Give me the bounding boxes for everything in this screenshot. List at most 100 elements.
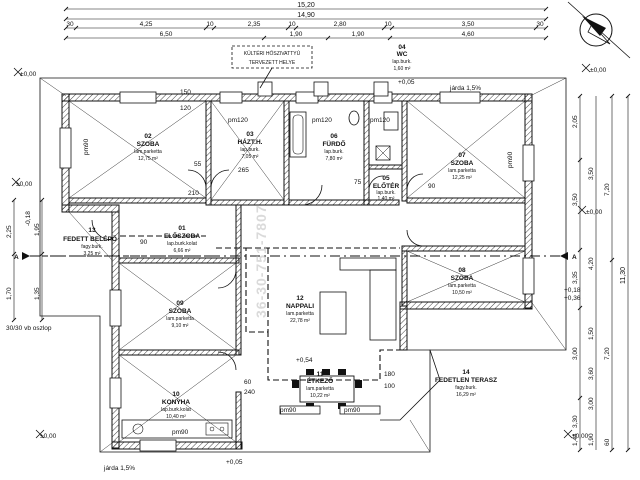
room-floor: lam.parketta (306, 386, 334, 392)
opening-dim-6: 90 (140, 239, 148, 246)
bottom-dimension-values: 60 1,90 1,44 3,60 (572, 367, 611, 446)
level-p036: +0,36 (564, 295, 581, 302)
dim-row3-c: 10 (206, 21, 214, 28)
room-name: SZOBA (169, 308, 192, 315)
level-markers (11, 63, 591, 439)
heat-pump-note: KÜLTÉRI HŐSZIVATTYÚ TERVEZETT HELYE (231, 45, 313, 89)
kitchen-counter (121, 419, 233, 439)
room-area: 1,60 m² (394, 66, 411, 72)
room-08: 08 SZOBA lam.parketta 10,50 m² (448, 267, 476, 296)
dim-row3-e: 10 (288, 21, 296, 28)
room-07: 07 SZOBA lam.parketta 12,25 m² (448, 152, 476, 181)
room-01: 01 ELŐSZOBA lap.burk.kolat 6,66 m² (164, 225, 200, 254)
dim-row3-f: 2,80 (334, 21, 347, 28)
top-dimension-chains: 15,20 14,90 30 4,25 10 2,35 10 2,80 10 3… (63, 2, 549, 41)
bottom-dim-1: 60 (604, 438, 611, 446)
room-number: 03 (246, 131, 254, 138)
small-labels: járda 1,5% járda 1,5% 30/30 vb oszlop pm… (6, 67, 607, 472)
terrace-edge (380, 349, 441, 421)
opening-dim-5: 55 (194, 161, 202, 168)
dim-total-1520: 15,20 (297, 2, 315, 9)
room-name: HÁZT.H. (238, 137, 263, 146)
room-09: 09 SZOBA lam.parketta 9,10 m² (166, 300, 194, 329)
dim-row3-b: 4,25 (140, 21, 153, 28)
room-area: 10,22 m² (310, 393, 330, 399)
bottom-dim-4: 3,60 (588, 367, 595, 380)
room-floor: lap.burk.kolat (167, 241, 197, 247)
opening-dim-9: 180 (384, 371, 395, 378)
left-dim-4: 1,35 (34, 287, 41, 300)
room-12: 12 NAPPALI lam.parketta 22,78 m² (286, 295, 314, 324)
room-floor: fagy.burk. (455, 385, 477, 391)
room-number: 02 (144, 133, 152, 140)
right-dim-10: 7,20 (604, 183, 611, 196)
right-dim-3: 3,35 (572, 271, 579, 284)
room-floor: fagy.burk. (81, 244, 103, 250)
room-number: 14 (462, 369, 470, 376)
heat-pump-note-line1: KÜLTÉRI HŐSZIVATTYÚ (244, 50, 301, 57)
windows (59, 81, 535, 452)
door-label-pm120-c: pm120 (370, 117, 390, 124)
room-number: 11 (317, 371, 324, 378)
door-label-pm90-a: pm90 (83, 138, 90, 155)
left-dim-1: 2,25 (6, 225, 13, 238)
room-floor: lam.parketta (166, 316, 194, 322)
room-02: 02 SZOBA lam.parketta 12,75 m² (134, 133, 162, 162)
right-dim-5: 3,30 (572, 415, 579, 428)
room-floor: lap.burk. (392, 59, 411, 65)
opening-dim-3: 75 (354, 179, 362, 186)
interior-walls (68, 100, 526, 450)
room-number: 09 (176, 300, 184, 307)
room-10: 10 KONYHA lap.burk.kolat 10,40 m² (161, 391, 191, 420)
opening-dim-7: 60 (244, 379, 252, 386)
right-dimension-chains: 2,05 3,50 3,35 3,00 3,30 3,50 4,20 1,50 … (572, 93, 631, 453)
room-floor: lap.burk. (376, 190, 395, 196)
dim-row4-d: 4,60 (462, 31, 475, 38)
level-p054: +0,54 (296, 357, 313, 364)
dim-row3-i: 30 (536, 21, 544, 28)
opening-dim-10: 100 (384, 383, 395, 390)
room-name: SZOBA (451, 160, 474, 167)
dim-total-1490: 14,90 (297, 12, 315, 19)
room-number: 07 (458, 152, 466, 159)
level-000-b: ±0,00 (590, 67, 607, 74)
room-floor: lam.parketta (286, 311, 314, 317)
level-000-c: ±0,00 (16, 181, 33, 188)
room-11: 11 ÉTKEZŐ lam.parketta 10,22 m² (306, 371, 334, 399)
room-number: 10 (172, 391, 180, 398)
opening-dim-1: 120 (180, 105, 191, 112)
living-furniture (319, 257, 397, 341)
north-arrow-icon (567, 1, 631, 59)
room-name: FEDETLEN TERASZ (435, 377, 497, 384)
room-number: 12 (296, 295, 304, 302)
dim-row3-h: 3,50 (462, 21, 475, 28)
dim-row4-c: 1,90 (352, 31, 365, 38)
room-area: 22,78 m² (290, 318, 310, 324)
opening-dimensions: 120 150 75 210 55 90 60 240 180 100 265 … (140, 89, 436, 396)
room-name: ELŐSZOBA (164, 231, 200, 240)
door-label-pm120-b: pm120 (312, 117, 332, 124)
room-03: 03 HÁZT.H. lap.burk. 7,05 m² (238, 131, 263, 160)
column-label: 30/30 vb oszlop (6, 325, 52, 332)
dim-row3-d: 2,35 (248, 21, 261, 28)
right-dim-7: 4,20 (588, 257, 595, 270)
left-dimension-chains: 2,25 1,95 1,70 1,35 (6, 197, 45, 323)
room-area: 10,50 m² (452, 290, 472, 296)
room-name: SZOBA (137, 141, 160, 148)
level-m018: -0,18 (25, 211, 32, 226)
room-name: FÜRDŐ (322, 139, 345, 148)
room-number: 06 (330, 133, 338, 140)
room-number: 04 (398, 44, 406, 51)
room-name: WC (397, 51, 408, 58)
level-p005-a: +0,05 (398, 79, 415, 86)
dim-row4-a: 6,50 (160, 31, 173, 38)
right-dim-11: 7,20 (604, 347, 611, 360)
right-dim-8: 1,50 (588, 327, 595, 340)
section-a-left: A (14, 254, 19, 261)
door-label-pm90-d: pm90 (280, 407, 297, 414)
door-label-pm90-e: pm90 (344, 407, 361, 414)
room-name: SZOBA (451, 275, 474, 282)
section-a-right: A (572, 254, 577, 261)
opening-dim-2: 150 (180, 89, 191, 96)
